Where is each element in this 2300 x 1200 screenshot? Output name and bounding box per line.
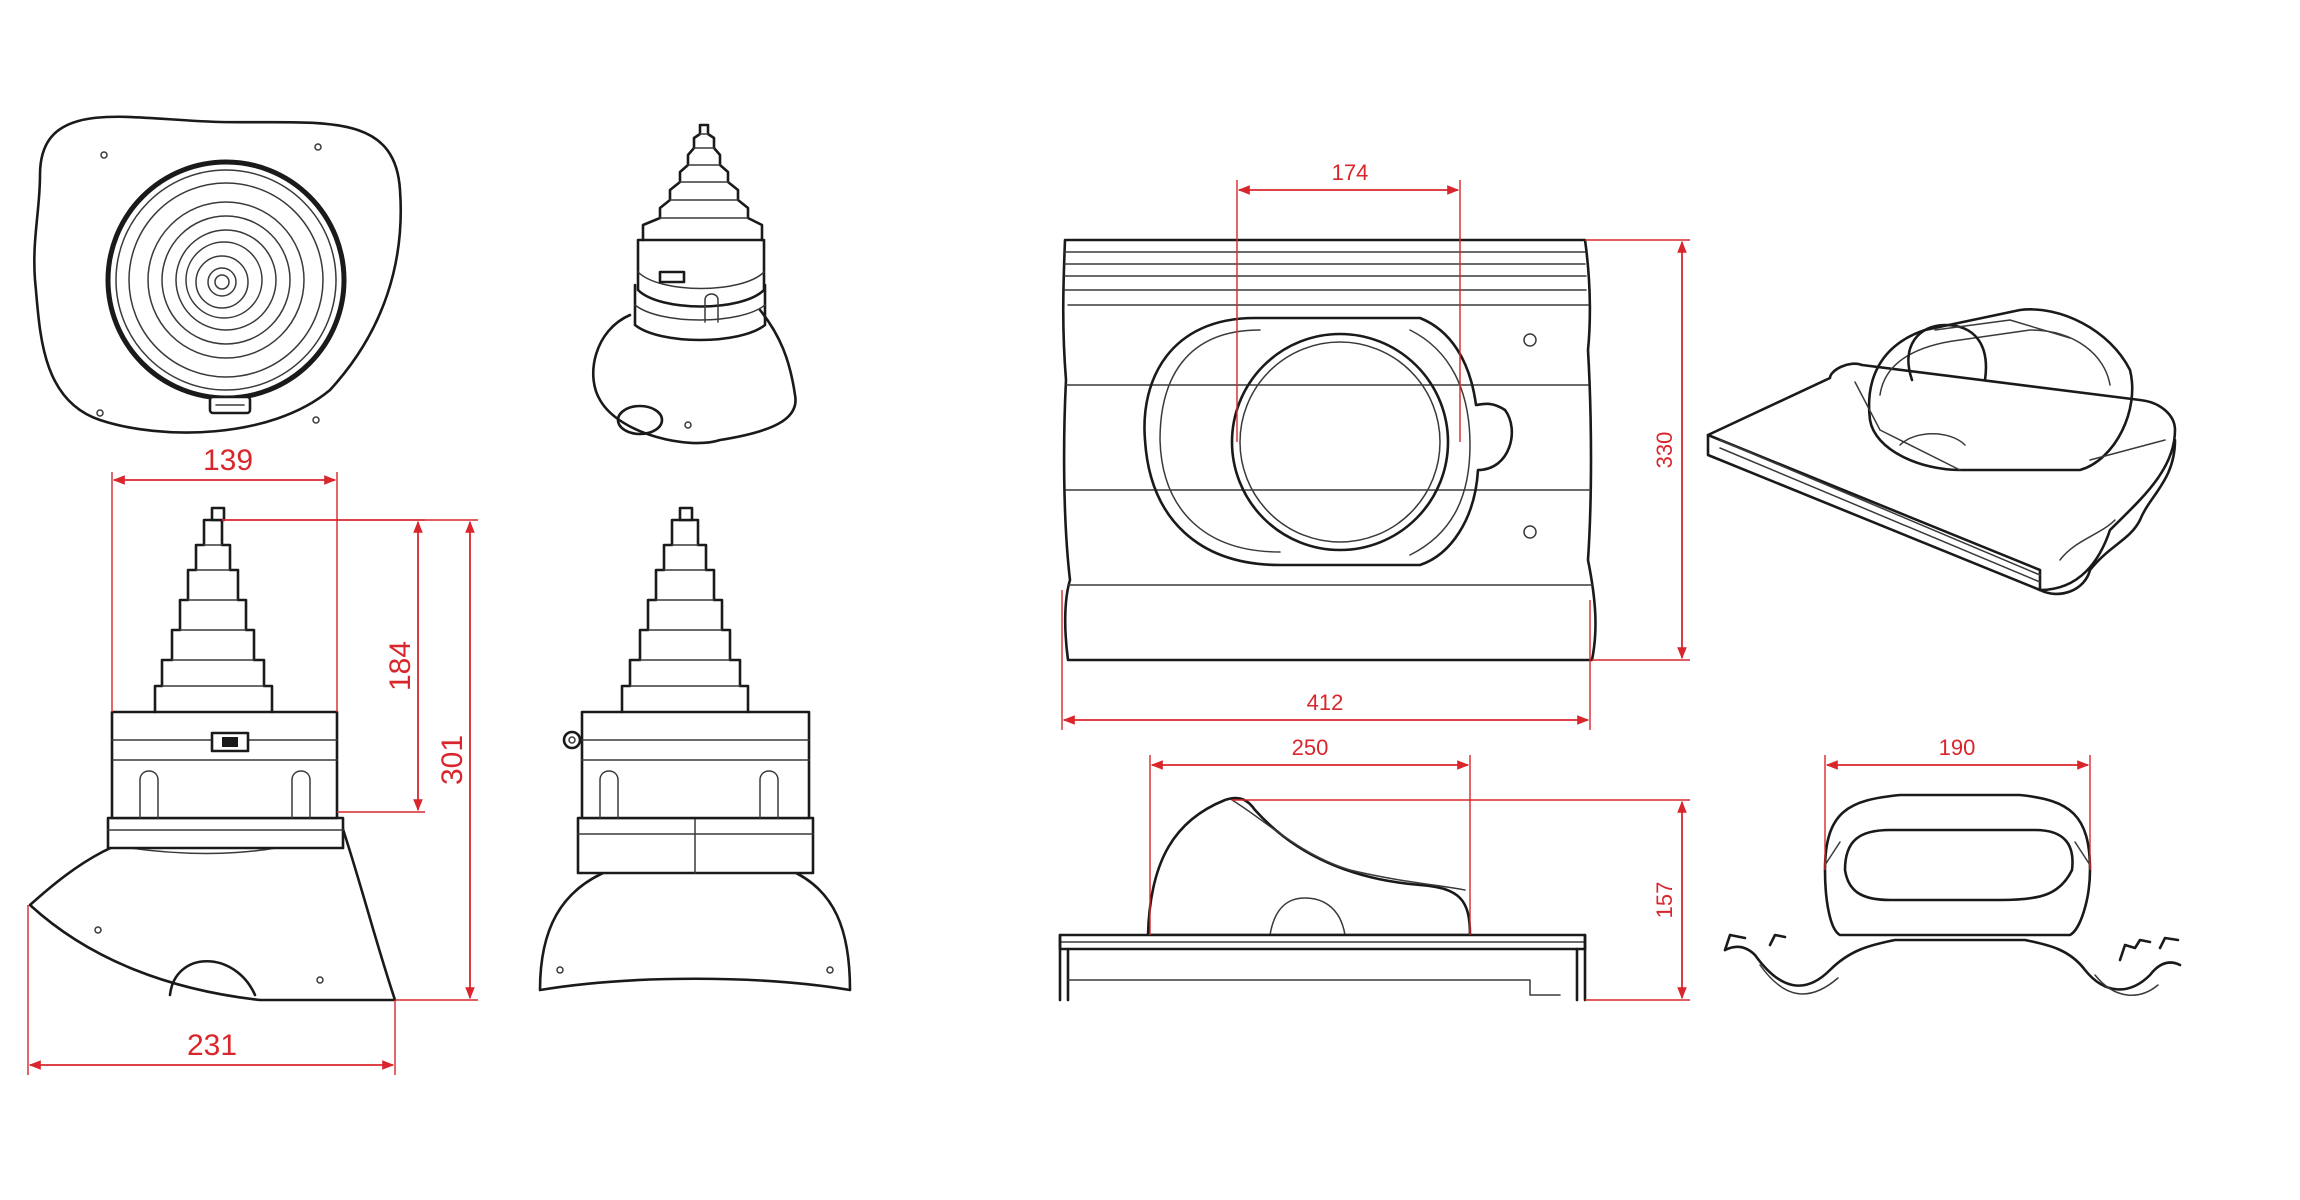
cone-side-view (538, 506, 852, 992)
dimension-174: 174 (1236, 160, 1461, 442)
dimension-label-301: 301 (436, 735, 469, 785)
cone-top-view (33, 115, 402, 434)
dimension-label-190: 190 (1939, 735, 1976, 760)
dimension-label-174: 174 (1332, 160, 1369, 185)
cone-front-view (28, 506, 397, 1002)
dimension-190: 190 (1824, 735, 2091, 870)
dimension-label-412: 412 (1307, 690, 1344, 715)
tile-side-view (1058, 796, 1587, 1002)
dimension-231: 231 (27, 905, 396, 1075)
tile-front-view (1723, 793, 2182, 996)
dimension-184: 184 (222, 519, 425, 813)
dimension-label-250: 250 (1292, 735, 1329, 760)
dimension-139: 139 (111, 444, 338, 712)
dimension-330: 330 (1585, 239, 1690, 661)
dimension-label-231: 231 (187, 1029, 237, 1062)
dimension-label-184: 184 (384, 641, 417, 691)
dimension-label-157: 157 (1652, 882, 1677, 919)
dimension-250: 250 (1149, 735, 1471, 935)
dimension-157: 157 (1232, 799, 1690, 1001)
dimension-301: 301 (222, 519, 478, 1001)
dimension-label-330: 330 (1652, 432, 1677, 469)
dimension-label-139: 139 (203, 444, 253, 477)
cone-isometric-view (592, 123, 797, 445)
tile-isometric-view (1706, 308, 2177, 596)
dimension-412: 412 (1061, 590, 1591, 730)
tile-top-view (1061, 238, 1597, 662)
